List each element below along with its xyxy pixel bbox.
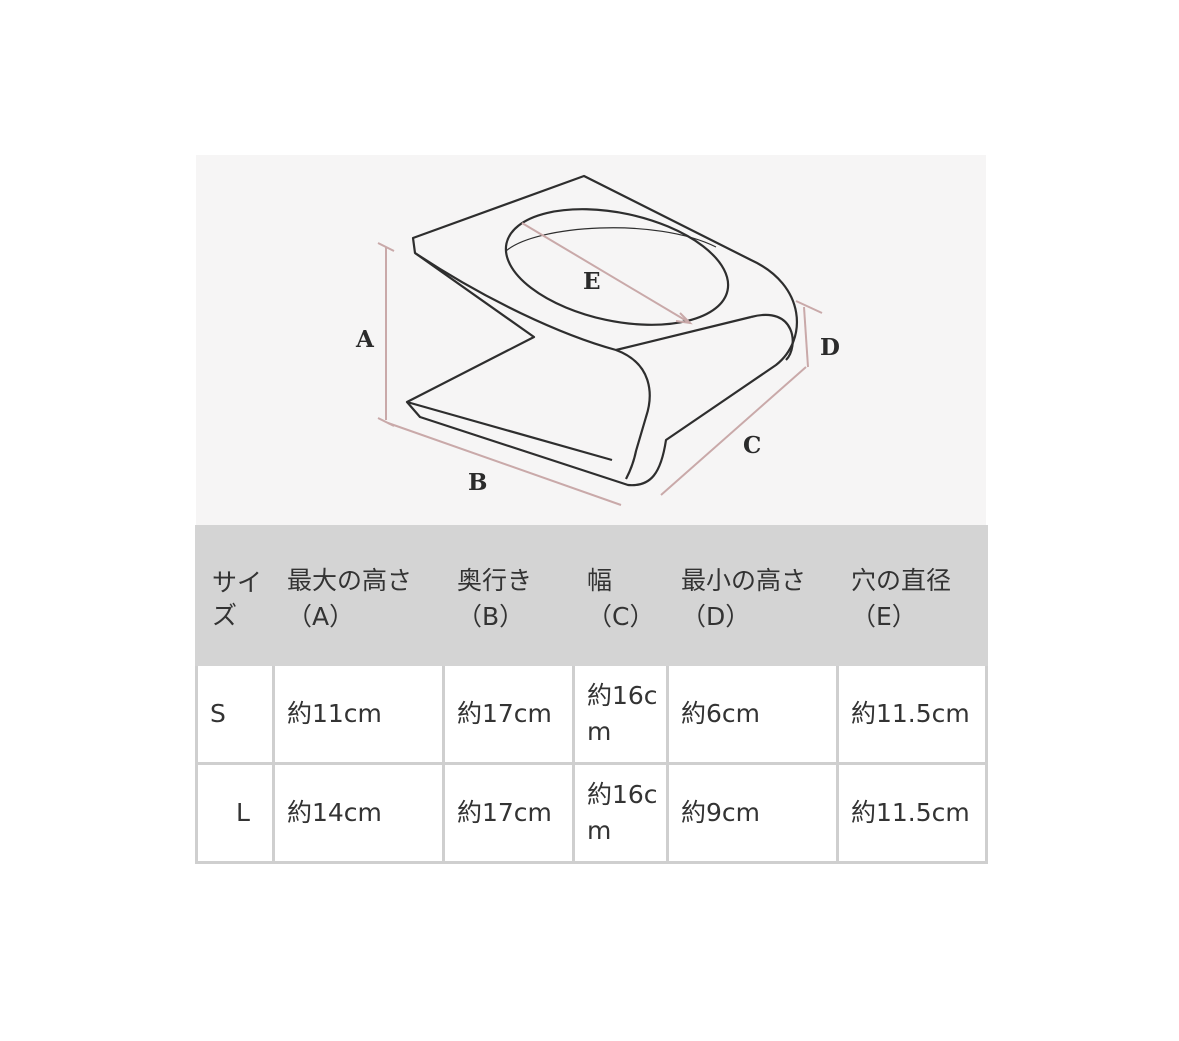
cell-hole-diameter: 約11.5cm — [836, 663, 988, 765]
cell-min-height: 約6cm — [666, 663, 839, 765]
cell-depth: 約17cm — [442, 762, 575, 864]
cell-hole-diameter: 約11.5cm — [836, 762, 988, 864]
stand-body — [405, 174, 798, 487]
cell-max-height: 約14cm — [272, 762, 445, 864]
dim-line-b — [387, 422, 622, 506]
stand-outline — [405, 174, 798, 487]
cell-size: L — [195, 762, 275, 864]
cell-depth: 約17cm — [442, 663, 575, 765]
dim-tick-d-top — [795, 300, 823, 314]
dim-label-b: B — [468, 469, 487, 496]
dim-label-d: D — [820, 334, 840, 361]
header-width: 幅（C） — [572, 525, 669, 666]
dim-line-d — [803, 306, 809, 368]
stand-drawing: A B C D E — [355, 174, 840, 506]
cell-min-height: 約9cm — [666, 762, 839, 864]
stand-top-edge — [414, 252, 752, 352]
dim-label-c: C — [743, 432, 761, 459]
header-max-height: 最大の高さ（A） — [272, 525, 445, 666]
table-header-row: サイズ 最大の高さ（A） 奥行き（B） 幅（C） 最小の高さ（D） 穴の直径（E… — [195, 525, 988, 666]
cell-size: S — [195, 663, 275, 765]
stand-curve-inner — [615, 348, 651, 480]
cell-width: 約16cm — [572, 663, 669, 765]
dimension-lines — [377, 222, 823, 506]
dim-line-c — [660, 366, 807, 496]
stand-base-edge — [406, 400, 613, 462]
table-row: L 約14cm 約17cm 約16cm 約9cm 約11.5cm — [195, 762, 988, 864]
stand-curve-outer — [750, 313, 794, 361]
cell-max-height: 約11cm — [272, 663, 445, 765]
table-row: S 約11cm 約17cm 約16cm 約6cm 約11.5cm — [195, 663, 988, 765]
dim-label-e: E — [583, 268, 601, 295]
size-spec-table: サイズ 最大の高さ（A） 奥行き（B） 幅（C） 最小の高さ（D） 穴の直径（E… — [195, 525, 988, 864]
dim-arrow-e — [675, 312, 693, 325]
dim-label-a: A — [355, 326, 375, 353]
header-size: サイズ — [195, 525, 275, 666]
stand-dimension-diagram: A B C D E — [196, 155, 986, 525]
cell-width: 約16cm — [572, 762, 669, 864]
dim-tick-a-top — [377, 242, 395, 252]
stand-hole — [504, 208, 730, 326]
header-min-height: 最小の高さ（D） — [666, 525, 839, 666]
header-hole-diameter: 穴の直径（E） — [836, 525, 988, 666]
header-depth: 奥行き（B） — [442, 525, 575, 666]
dim-line-e — [521, 222, 691, 324]
stand-hole-inner-rim — [505, 227, 717, 252]
